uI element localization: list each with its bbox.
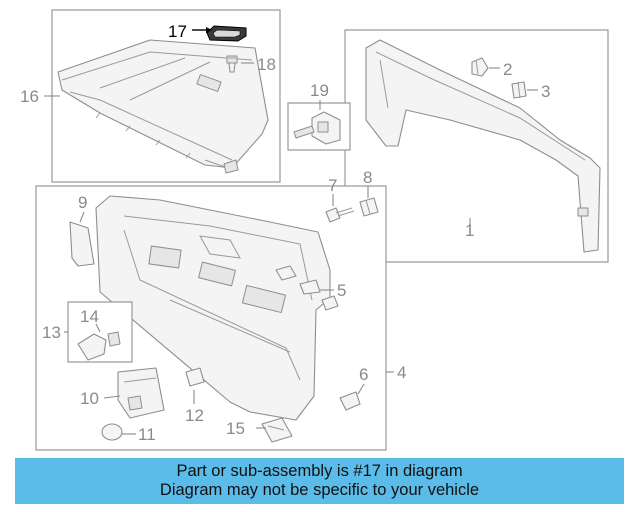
part-8-nut[interactable] [359, 197, 379, 217]
part-19-box [287, 102, 351, 151]
part-18-clip[interactable] [226, 55, 238, 73]
callout-7: 7 [328, 176, 337, 195]
part-2-clip[interactable] [471, 57, 489, 77]
callout-2: 2 [503, 60, 512, 79]
callout-16: 16 [20, 87, 39, 106]
part-15-lamp[interactable] [261, 417, 293, 443]
banner-line-disclaimer: Diagram may not be specific to your vehi… [159, 481, 480, 499]
part-11-plug[interactable] [101, 423, 123, 441]
callouts: 17 18 16 19 2 3 1 7 8 9 5 14 13 10 11 12… [20, 22, 550, 444]
leader-lines [44, 27, 538, 435]
part-6-clip[interactable] [339, 391, 361, 411]
part-1-trim-frame[interactable] [365, 39, 601, 253]
banner-line-part-number: Part or sub-assembly is #17 in diagram [176, 462, 463, 480]
callout-1: 1 [465, 221, 474, 240]
callout-17: 17 [168, 22, 187, 41]
callout-3: 3 [541, 82, 550, 101]
door-trim-panel [35, 185, 387, 451]
part-9-cover[interactable] [69, 221, 95, 267]
info-banner: Part or sub-assembly is #17 in diagram D… [15, 458, 624, 504]
callout-5: 5 [337, 281, 346, 300]
part-5-clips[interactable] [275, 265, 339, 311]
part-3-clip[interactable] [511, 81, 527, 99]
callout-11: 11 [138, 425, 156, 444]
callout-9: 9 [78, 193, 87, 212]
callout-6: 6 [359, 365, 368, 384]
callout-15: 15 [226, 419, 245, 438]
callout-19: 19 [310, 81, 329, 100]
callout-10: 10 [80, 389, 99, 408]
leader-17-arrow [206, 27, 212, 33]
leader-9 [79, 211, 85, 223]
leader-14 [95, 323, 101, 333]
callout-12: 12 [185, 406, 204, 425]
door-trim-part[interactable] [95, 195, 331, 421]
leader-6 [357, 383, 365, 395]
trim-frame-panel [344, 29, 609, 263]
leader-10 [103, 395, 121, 399]
part-19-bracket[interactable] [293, 111, 341, 145]
part-10-pad[interactable] [117, 367, 165, 419]
part-12-cap[interactable] [185, 367, 205, 387]
callout-13: 13 [42, 323, 61, 342]
part-14-light[interactable] [77, 331, 121, 361]
callout-4: 4 [397, 363, 406, 382]
part-17-handle[interactable] [206, 25, 247, 42]
callout-18: 18 [257, 55, 276, 74]
tonneau-cover-part[interactable] [57, 39, 269, 174]
callout-14: 14 [80, 307, 99, 326]
callout-8: 8 [363, 168, 372, 187]
part-7-bolt[interactable] [325, 207, 355, 223]
cargo-cover-panel [51, 9, 281, 183]
